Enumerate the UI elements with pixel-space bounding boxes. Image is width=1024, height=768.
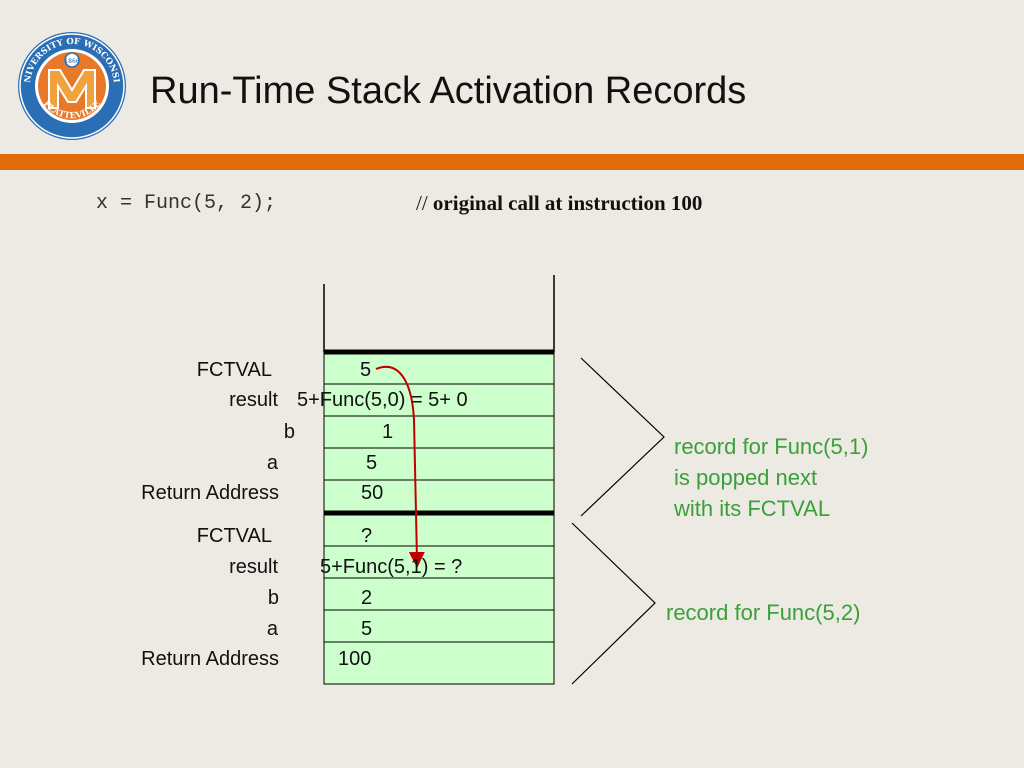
cell-top-result [323, 383, 555, 417]
note-top: record for Func(5,1) is popped next with… [674, 431, 868, 524]
value-bottom-a: 5 [361, 618, 373, 640]
value-top-b: 1 [382, 421, 394, 443]
value-top-a: 5 [366, 452, 378, 474]
comment-text: original call at instruction 100 [432, 191, 703, 215]
value-bottom-fctval: ? [361, 525, 373, 547]
value-bottom-return: 100 [338, 648, 372, 670]
brace-top [580, 357, 665, 517]
university-logo: 1866 UNIVERSITY OF WISCONSIN PLATTEVILLE [16, 30, 126, 140]
label-top-fctval: FCTVAL [196, 359, 272, 381]
slide-title: Run-Time Stack Activation Records [150, 70, 747, 112]
cell-top-fctval [323, 351, 555, 385]
call-code: x = Func(5, 2); [96, 192, 277, 215]
label-top-return: Return Address [141, 482, 279, 504]
cell-top-return [323, 479, 555, 514]
cell-bottom-fctval [323, 513, 555, 547]
logo-year: 1866 [64, 58, 79, 65]
cell-top-a [323, 447, 555, 481]
return-value-arrow [375, 366, 425, 568]
label-bottom-a: a [266, 618, 278, 640]
label-top-b: b [283, 421, 295, 443]
value-bottom-b: 2 [361, 587, 373, 609]
value-bottom-result: 5+Func(5,1) = ? [320, 556, 463, 578]
label-bottom-return: Return Address [141, 648, 279, 670]
cell-bottom-a [323, 609, 555, 643]
brace-bottom [571, 522, 656, 685]
note-bottom: record for Func(5,2) [666, 597, 860, 628]
value-top-result: 5+Func(5,0) = 5+ 0 [297, 389, 468, 411]
label-top-a: a [266, 452, 278, 474]
record-top-cells [323, 351, 555, 514]
call-comment: // original call at instruction 100 [416, 191, 702, 216]
cell-bottom-b [323, 577, 555, 611]
label-bottom-result: result [229, 556, 278, 578]
record-bottom-cells [323, 513, 555, 685]
value-top-return: 50 [361, 482, 384, 504]
cell-bottom-return [323, 641, 555, 685]
label-bottom-fctval: FCTVAL [196, 525, 272, 547]
note-bottom-line-1: record for Func(5,2) [666, 600, 861, 625]
note-top-line-1: record for Func(5,1) [674, 434, 869, 459]
label-bottom-b: b [267, 587, 279, 609]
cell-bottom-result [323, 545, 555, 579]
cell-top-b [323, 415, 555, 449]
comment-prefix: // [416, 191, 428, 215]
value-top-fctval: 5 [360, 359, 372, 381]
accent-bar [0, 154, 1024, 170]
label-top-result: result [229, 389, 278, 411]
note-top-line-3: with its FCTVAL [674, 496, 831, 521]
note-top-line-2: is popped next [674, 465, 818, 490]
